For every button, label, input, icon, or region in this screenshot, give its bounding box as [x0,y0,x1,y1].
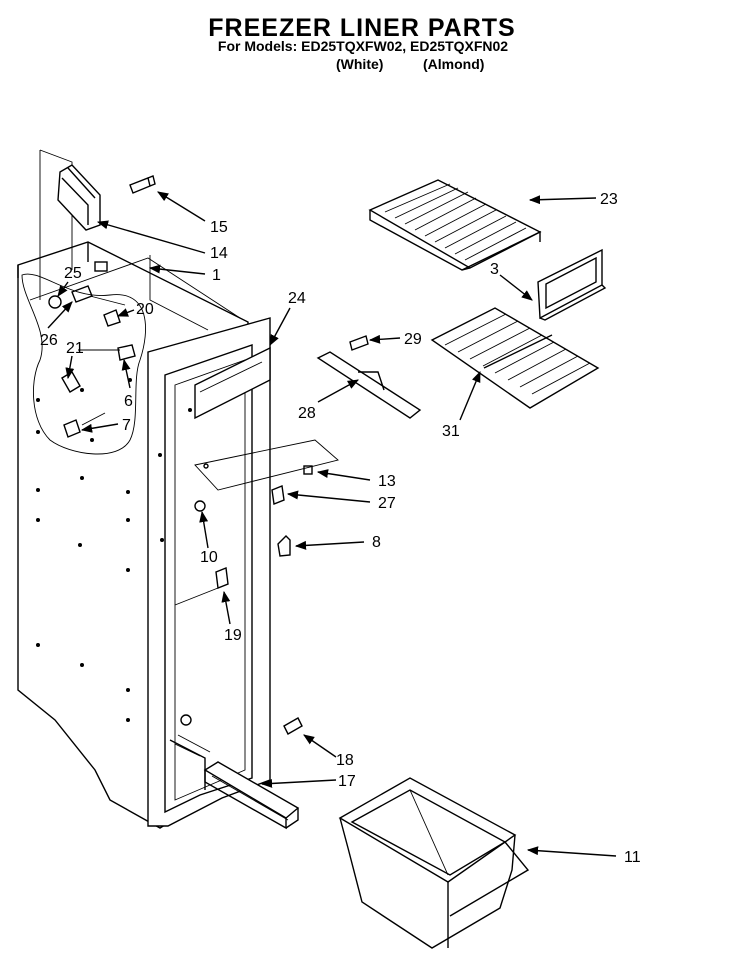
part-18-screw [283,717,303,735]
freezer-liner [17,149,271,829]
part-15-screw [129,175,156,194]
callout-19: 19 [224,627,242,644]
callout-17: 17 [338,773,356,790]
models-line: For Models: ED25TQXFW02, ED25TQXFN02 [217,38,509,54]
callout-13: 13 [378,473,396,490]
part-11-bin [338,777,530,949]
page-title: FREEZER LINER PARTS [208,14,516,42]
part-27-switch [271,485,285,505]
part-31-wire-shelf [430,307,600,409]
callout-6: 6 [124,393,133,410]
callout-25: 25 [64,265,82,282]
callout-1: 1 [212,267,221,284]
part-23-shelf [368,179,542,271]
callout-18: 18 [336,752,354,769]
callout-20: 20 [136,301,154,318]
callout-11: 11 [624,849,641,866]
callout-3: 3 [490,261,499,278]
color-white-label: (White) [336,56,384,72]
part-29-screw [349,335,369,351]
part-10-grommet [194,500,206,512]
part-24-baffle [194,346,271,420]
part-28-rail [316,351,422,419]
callout-21: 21 [66,340,84,357]
part-17-sill [203,761,300,830]
leader-lines [47,191,617,857]
callout-15: 15 [210,219,228,236]
color-almond-label: (Almond) [423,56,485,72]
callout-7: 7 [122,417,131,434]
callout-26: 26 [40,332,58,349]
callout-24: 24 [288,290,306,307]
part-19-bracket [174,567,229,606]
callout-31: 31 [442,423,460,440]
part-14-hinge-bracket [57,164,101,231]
small-parts-cluster [48,285,136,438]
callout-23: 23 [600,191,618,208]
part-8-clip [277,535,291,557]
part-13-control-panel [194,439,339,491]
callout-27: 27 [378,495,396,512]
callout-28: 28 [298,405,316,422]
callout-14: 14 [210,245,228,262]
callout-10: 10 [200,549,218,566]
callout-29: 29 [404,331,422,348]
callout-8: 8 [372,534,381,551]
callout-labels: 15 14 1 25 20 26 21 6 7 24 29 28 23 3 31… [40,191,641,866]
part-3-panel [537,248,607,321]
